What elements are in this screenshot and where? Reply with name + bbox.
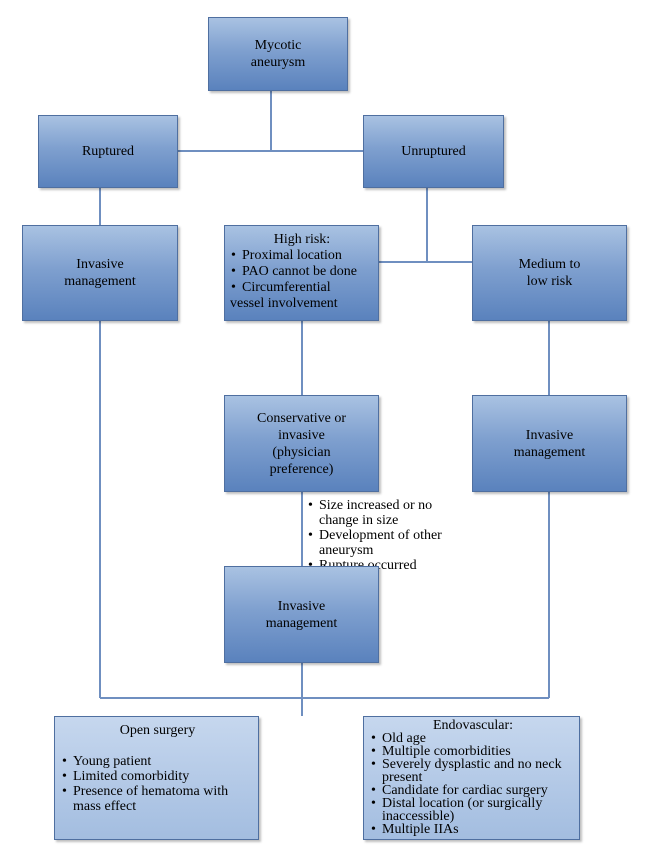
box-endovascular: Endovascular: Old age Multiple comorbidi… — [363, 716, 580, 840]
escalation-conditions: Size increased or no change in size Deve… — [307, 498, 457, 573]
box-line: management — [265, 615, 338, 631]
box-line: low risk — [526, 274, 573, 289]
box-title: High risk: — [273, 232, 331, 247]
box-title: Endovascular: — [432, 718, 514, 733]
box-unruptured: Unruptured — [363, 115, 504, 188]
box-title: Open surgery — [119, 723, 196, 738]
list-item: Limited comorbidity — [61, 769, 254, 784]
list-item-continuation: vessel involvement — [230, 296, 338, 311]
box-line: Unruptured — [401, 144, 466, 159]
box-line: (physician — [272, 444, 331, 460]
box-line: Invasive — [277, 598, 326, 614]
box-line: Medium to — [518, 257, 581, 272]
high-risk-criteria: Proximal location PAO cannot be done Cir… — [230, 248, 374, 296]
box-open-surgery: Open surgery Young patient Limited comor… — [54, 716, 259, 840]
box-high-risk: High risk: Proximal location PAO cannot … — [224, 225, 379, 321]
box-line: management — [513, 444, 586, 460]
list-item: PAO cannot be done — [230, 264, 374, 280]
box-line: preference) — [269, 461, 334, 477]
list-item: Old age — [370, 732, 576, 746]
list-item: Size increased or no change in size — [307, 498, 457, 528]
open-surgery-criteria: Young patient Limited comorbidity Presen… — [61, 754, 254, 814]
box-invasive-management-right: Invasive management — [472, 395, 627, 492]
endovascular-criteria: Old age Multiple comorbidities Severely … — [370, 732, 576, 837]
list-item: Proximal location — [230, 248, 374, 264]
box-line: Mycotic — [254, 38, 302, 53]
list-item: Development of other aneurysm — [307, 528, 457, 558]
box-invasive-management-middle: Invasive management — [224, 566, 379, 663]
list-item: Young patient — [61, 754, 254, 769]
list-item: Multiple comorbidities — [370, 745, 576, 759]
box-line: Ruptured — [81, 144, 135, 159]
box-line: invasive — [278, 427, 325, 443]
box-line: aneurysm — [250, 55, 306, 70]
list-item: Multiple IIAs — [370, 823, 576, 837]
box-mycotic-aneurysm: Mycotic aneurysm — [208, 17, 348, 91]
box-invasive-management-left: Invasive management — [22, 225, 178, 321]
escalation-conditions-list: Size increased or no change in size Deve… — [307, 498, 457, 573]
box-line: Invasive — [525, 427, 574, 443]
box-medium-to-low-risk: Medium to low risk — [472, 225, 627, 321]
box-conservative-or-invasive: Conservative or invasive (physician pref… — [224, 395, 379, 492]
box-ruptured: Ruptured — [38, 115, 178, 188]
list-item: Distal location (or surgically inaccessi… — [370, 797, 576, 824]
list-item: Circumferential — [230, 280, 374, 296]
list-item: Severely dysplastic and no neck present — [370, 758, 576, 785]
list-item: Candidate for cardiac surgery — [370, 784, 576, 798]
box-line: management — [64, 274, 136, 289]
box-line: Conservative or — [256, 410, 347, 426]
list-item: Presence of hematoma with mass effect — [61, 784, 254, 814]
box-line: Invasive — [76, 257, 124, 272]
